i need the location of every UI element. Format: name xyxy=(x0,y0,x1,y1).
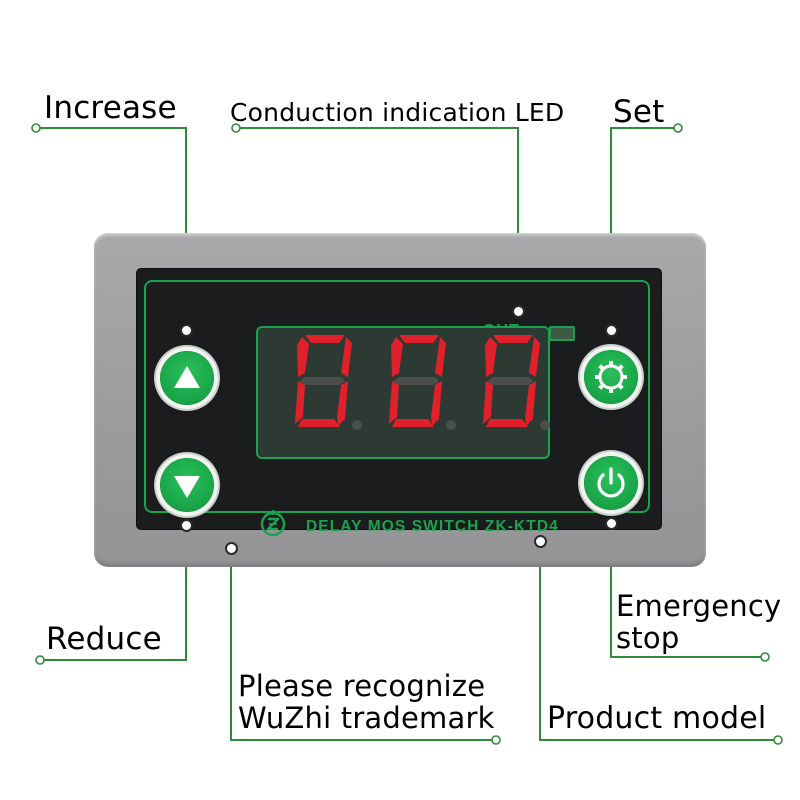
wuzhi-logo-icon xyxy=(260,510,286,537)
callout-emergency-stop-line2: stop xyxy=(616,621,680,655)
led-marker-dot xyxy=(512,305,525,318)
callout-product-model: Product model xyxy=(547,701,767,736)
callout-conduction-led: Conduction indication LED xyxy=(230,98,565,127)
up-triangle-icon xyxy=(174,366,200,388)
reduce-marker-dot xyxy=(180,519,193,532)
emergency-marker-dot xyxy=(605,517,618,530)
set-marker-dot xyxy=(605,324,618,337)
reduce-button[interactable] xyxy=(160,458,214,512)
segment-a xyxy=(305,335,345,343)
conduction-led xyxy=(549,326,575,341)
segment-e xyxy=(295,381,305,424)
segment-g xyxy=(394,377,439,385)
product-model-text: DELAY MOS SWITCH ZK-KTD4 xyxy=(306,518,559,535)
decimal-point xyxy=(540,420,550,430)
emergency-stop-button[interactable] xyxy=(584,456,638,510)
trademark-marker-dot xyxy=(225,542,238,555)
model-marker-dot xyxy=(534,535,547,548)
segment-a xyxy=(493,335,533,343)
segment-b xyxy=(341,337,352,377)
set-button[interactable] xyxy=(584,350,638,404)
device-faceplate: OUT xyxy=(137,269,661,555)
segment-c xyxy=(337,381,348,426)
segment-f xyxy=(297,337,309,377)
segment-g xyxy=(488,377,533,385)
decimal-point xyxy=(352,420,362,430)
segment-e xyxy=(389,381,399,424)
display-digit xyxy=(295,335,362,430)
down-triangle-icon xyxy=(174,476,200,498)
power-icon xyxy=(597,467,625,498)
segment-g xyxy=(300,377,345,385)
callout-increase: Increase xyxy=(44,90,177,126)
segment-b xyxy=(529,337,540,377)
segment-f xyxy=(485,337,497,377)
callout-trademark-line2: WuZhi trademark xyxy=(238,701,495,735)
increase-button[interactable] xyxy=(160,351,214,405)
increase-marker-dot xyxy=(180,324,193,337)
segment-d xyxy=(298,419,340,427)
callout-trademark-line1: Please recognize xyxy=(238,669,486,703)
display-digit xyxy=(483,335,550,430)
segment-e xyxy=(483,381,493,424)
segment-b xyxy=(435,337,446,377)
faceplate-border xyxy=(144,280,650,513)
display-digits xyxy=(283,335,557,435)
segment-f xyxy=(391,337,403,377)
segment-d xyxy=(392,419,434,427)
callout-emergency-stop-line1: Emergency xyxy=(616,589,782,623)
segment-c xyxy=(525,381,536,426)
decimal-point xyxy=(446,420,456,430)
seven-segment-display xyxy=(256,326,550,459)
device-case: OUT xyxy=(94,233,706,567)
display-digit xyxy=(389,335,456,430)
callout-set: Set xyxy=(613,94,665,130)
callout-reduce: Reduce xyxy=(46,621,162,657)
segment-c xyxy=(431,381,442,426)
segment-d xyxy=(486,419,528,427)
gear-icon xyxy=(595,361,627,393)
segment-a xyxy=(399,335,439,343)
